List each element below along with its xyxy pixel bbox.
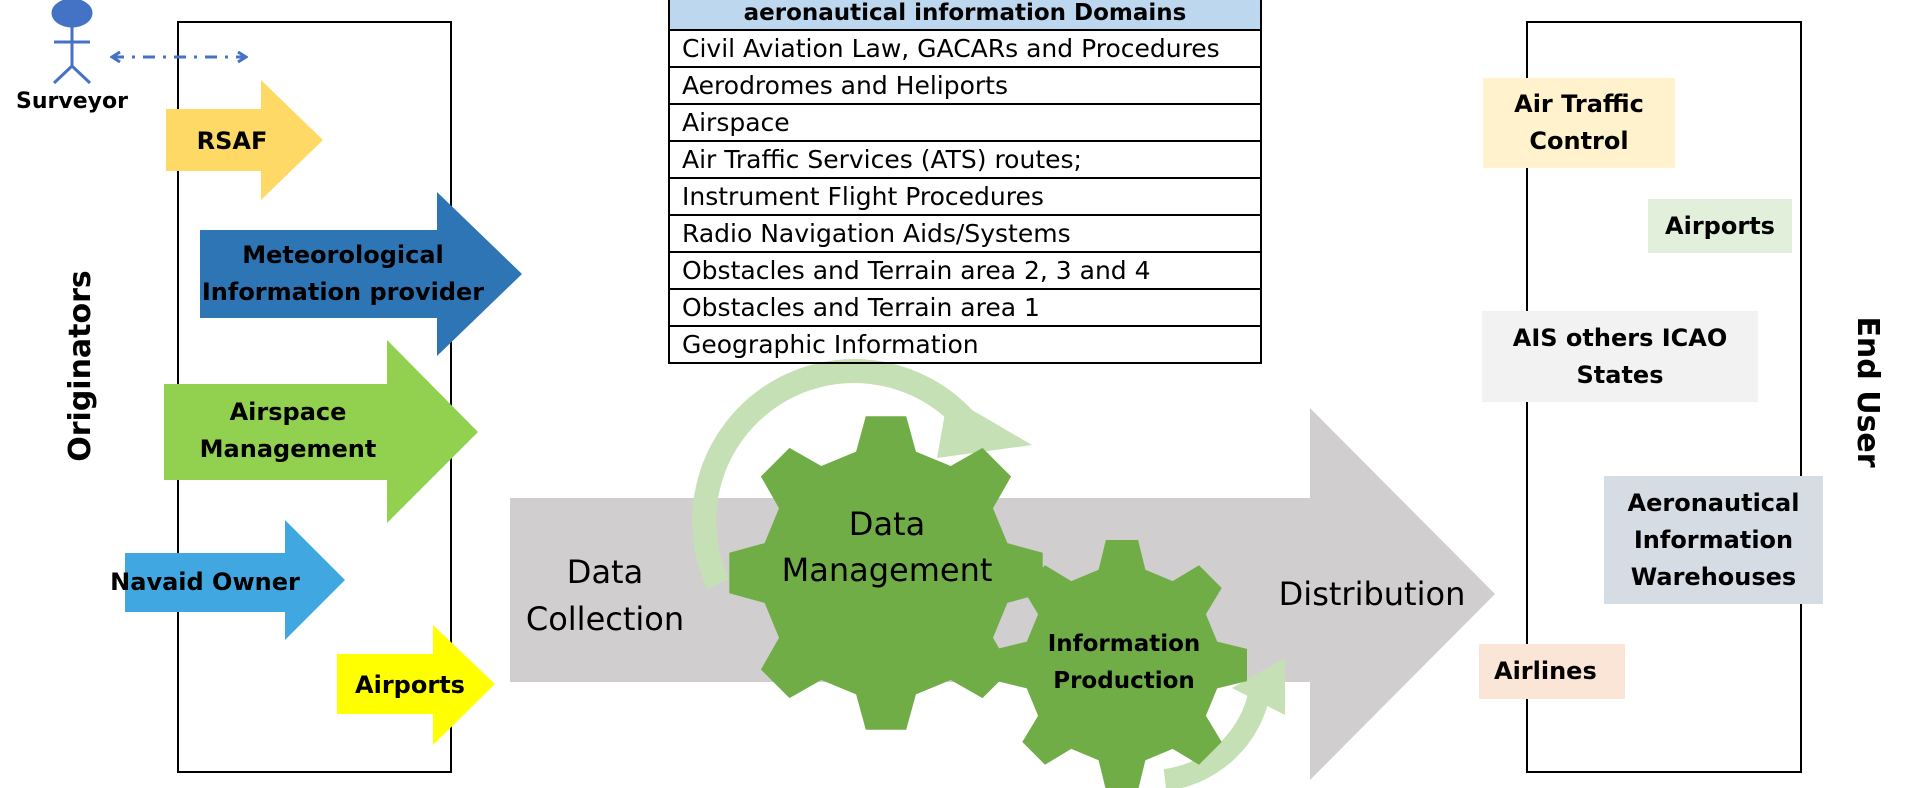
domains-table: aeronautical information Domains Civil A… [668,0,1262,364]
end-user-label: End User [1850,316,1885,467]
table-row: Air Traffic Services (ATS) routes; [668,140,1262,179]
originator-met-label-line2: Information provider [202,278,484,306]
originator-met-label-line1: Meteorological [242,241,444,269]
end-user-label-line: Aeronautical [1627,488,1800,517]
information-production-label-line2: Production [1053,668,1195,694]
data-collection-label-line1: Data [567,553,643,591]
surveyor-label: Surveyor [16,89,128,114]
end-user-label-line: Airlines [1494,657,1597,685]
data-management-label-line2: Management [782,551,993,589]
domain-row-label: Airspace [668,103,1262,142]
originator-met-shape [200,192,522,356]
table-row: Radio Navigation Aids/Systems [668,214,1262,253]
distribution-label: Distribution [1279,575,1466,613]
end-user-ais-icao-states: AIS others ICAO States [1482,311,1758,402]
end-user-airlines: Airlines [1479,644,1625,699]
domain-row-label: Air Traffic Services (ATS) routes; [668,140,1262,179]
domain-row-label: Civil Aviation Law, GACARs and Procedure… [668,29,1262,68]
domains-header-row: aeronautical information Domains [668,0,1262,31]
data-management-label-line1: Data [849,505,925,543]
table-row: Instrument Flight Procedures [668,177,1262,216]
domain-row-label: Geographic Information [668,325,1262,364]
domain-row-label: Obstacles and Terrain area 2, 3 and 4 [668,251,1262,290]
originator-airspace-label-line1: Airspace [230,398,347,426]
table-row: Civil Aviation Law, GACARs and Procedure… [668,29,1262,68]
table-row: Airspace [668,103,1262,142]
data-management-gear [729,416,1043,730]
originator-arrow-navaid: Navaid Owner [110,520,345,640]
end-user-label-line: AIS others ICAO [1512,323,1728,352]
originators-label: Originators [63,270,98,462]
table-row: Obstacles and Terrain area 1 [668,288,1262,327]
originator-arrow-met: Meteorological Information provider [200,192,522,356]
table-row: Geographic Information [668,325,1262,364]
originator-airspace-shape [164,340,478,523]
originator-rsaf-label: RSAF [197,127,268,155]
end-user-label-line: Air Traffic [1514,90,1644,118]
originator-arrow-airports: Airports [337,625,495,745]
originator-arrow-rsaf: RSAF [166,80,323,200]
cycle-arrow-top [692,359,1032,590]
domain-row-label: Aerodromes and Heliports [668,66,1262,105]
domain-row-label: Radio Navigation Aids/Systems [668,214,1262,253]
cycle-arrow-bottom [1163,658,1285,788]
table-row: Aerodromes and Heliports [668,66,1262,105]
end-user-label-line: Control [1529,127,1629,155]
domain-row-label: Instrument Flight Procedures [668,177,1262,216]
originator-rsaf-shape [166,80,323,200]
end-user-label-line: Information [1633,525,1794,554]
originator-airspace-label-line2: Management [200,435,377,463]
originator-navaid-label: Navaid Owner [110,568,300,596]
information-production-label-line1: Information [1048,631,1201,657]
end-user-label-line: States [1576,360,1664,389]
data-collection-label-line2: Collection [526,600,684,638]
end-user-label-line: Warehouses [1630,562,1797,591]
information-production-gear [997,540,1247,788]
originator-navaid-shape [125,520,345,640]
table-row: Obstacles and Terrain area 2, 3 and 4 [668,251,1262,290]
end-user-label-line: Airports [1665,211,1775,240]
originator-arrow-airspace: Airspace Management [164,340,478,523]
end-user-airports: Airports [1648,199,1792,253]
domains-header: aeronautical information Domains [668,0,1262,31]
surveyor-icon [51,0,93,85]
originator-airports-shape [337,625,495,745]
domain-row-label: Obstacles and Terrain area 1 [668,288,1262,327]
originator-airports-label: Airports [355,671,465,699]
